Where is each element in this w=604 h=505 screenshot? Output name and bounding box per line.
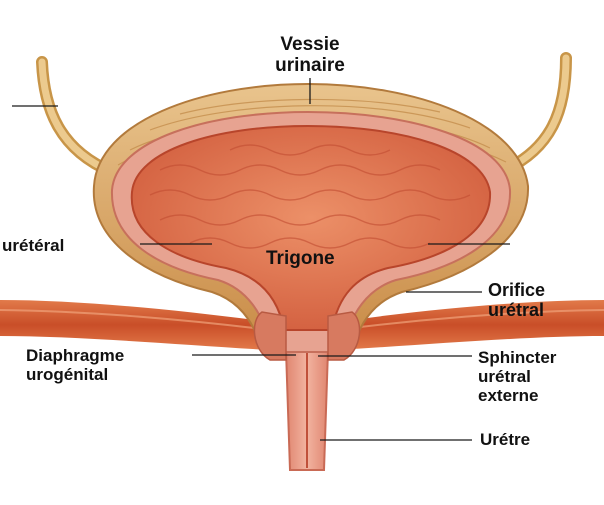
label-sphincter-line3: externe <box>478 386 556 405</box>
label-sphincter-line1: Sphincter <box>478 348 556 367</box>
label-vessie-line1: Vessie <box>262 34 358 55</box>
label-trigone-line1: Trigone <box>266 248 335 269</box>
label-ureteral-line1: urétéral <box>2 236 64 255</box>
label-vessie-line2: urinaire <box>262 55 358 76</box>
label-orifice-uretral: Orifice urétral <box>488 280 545 320</box>
label-uretre: Urétre <box>480 430 530 449</box>
label-orifice-line1: Orifice <box>488 280 545 300</box>
label-diaphragme-urogenital: Diaphragme urogénital <box>26 346 124 384</box>
label-vessie-urinaire: Vessie urinaire <box>262 34 358 76</box>
label-uretre-line1: Urétre <box>480 430 530 449</box>
sphincter-right <box>328 312 360 360</box>
label-trigone: Trigone <box>266 248 335 269</box>
sphincter-left <box>254 312 286 360</box>
label-sphincter-uretral-externe: Sphincter urétral externe <box>478 348 556 405</box>
bladder-cavity <box>132 126 490 330</box>
label-diaphragme-line1: Diaphragme <box>26 346 124 365</box>
label-diaphragme-line2: urogénital <box>26 365 124 384</box>
label-sphincter-line2: urétral <box>478 367 556 386</box>
label-ureteral: urétéral <box>2 236 64 255</box>
label-orifice-line2: urétral <box>488 300 545 320</box>
